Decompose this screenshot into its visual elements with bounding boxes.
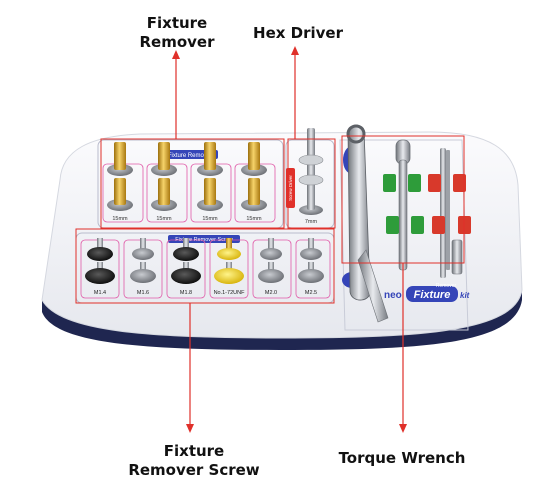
screw-size-label: No.1-72UNF (214, 290, 246, 296)
red-holder-block (428, 174, 441, 192)
remover-screw[interactable] (298, 238, 324, 283)
brand-suffix: kit (460, 291, 470, 300)
brand-name-badge (406, 286, 458, 302)
green-holder-block (383, 174, 396, 192)
screw-size-label: M2.0 (265, 290, 277, 296)
brand-logo: neo Fixture Remover kit (384, 283, 470, 302)
fixture-remover-panel: Fixture Remover (102, 142, 276, 223)
brand-tag: Remover (436, 283, 457, 289)
annotation-box-hex-driver (287, 138, 336, 229)
torque-wrench-section (342, 124, 471, 323)
annotation-box-fixture-remover-screw (75, 228, 335, 304)
remover-screw[interactable] (214, 238, 244, 284)
remover-size-label: 15mm (156, 216, 172, 222)
remover-screw[interactable] (258, 238, 284, 283)
remover-screw[interactable] (85, 238, 115, 284)
screw-size-label: M1.8 (180, 290, 192, 296)
fixture-remover-panel-title: Fixture Remover (168, 153, 212, 159)
remover-tool[interactable] (197, 142, 223, 211)
screw-size-label: M1.4 (94, 290, 106, 296)
ratchet-wrench-tool[interactable] (395, 139, 411, 271)
remover-tool[interactable] (241, 142, 267, 211)
remover-tool[interactable] (151, 142, 177, 211)
remover-size-label: 15mm (202, 216, 218, 222)
screw-panel-title: Fixture Remover Screw (175, 237, 232, 243)
hex-driver-size-label: 7mm (305, 219, 318, 225)
arrow-fixture-remover (172, 50, 180, 139)
red-holder-block (432, 216, 445, 234)
green-holder-block (408, 174, 421, 192)
callout-torque-wrench: Torque Wrench (338, 449, 466, 467)
remover-size-label: 15mm (246, 216, 262, 222)
arrow-torque-wrench (399, 263, 407, 433)
callout-fixture-remover: Fixture Remover (139, 14, 215, 51)
screw-size-label: M2.5 (305, 290, 317, 296)
annotation-box-fixture-remover (100, 138, 285, 229)
hex-driver-tool[interactable] (298, 128, 324, 215)
callout-fixture-remover-screw: Fixture Remover Screw (128, 442, 260, 479)
remover-screw[interactable] (171, 238, 201, 284)
arrow-hex-driver (291, 46, 299, 139)
annotation-arrows (172, 46, 407, 433)
arrow-fixture-remover-screw (186, 303, 194, 433)
green-holder-block (386, 216, 399, 234)
red-holder-block (453, 174, 466, 192)
fixture-remover-screw-panel: Fixture Remover Screw (80, 235, 331, 299)
remover-screw[interactable] (130, 238, 156, 283)
torque-wrench-tool[interactable] (346, 124, 389, 323)
brand-prefix: neo (384, 290, 402, 301)
remover-tool[interactable] (107, 142, 133, 211)
callout-hex-driver: Hex Driver (253, 24, 343, 42)
annotation-overlays (75, 135, 465, 304)
green-holder-block (411, 216, 424, 234)
remover-size-label: 15mm (112, 216, 128, 222)
wrench-driver-tool[interactable] (440, 148, 463, 278)
hex-driver-panel-title: Screw Driver (288, 175, 293, 201)
screw-size-label: M1.6 (137, 290, 149, 296)
brand-name: Fixture (414, 289, 451, 301)
